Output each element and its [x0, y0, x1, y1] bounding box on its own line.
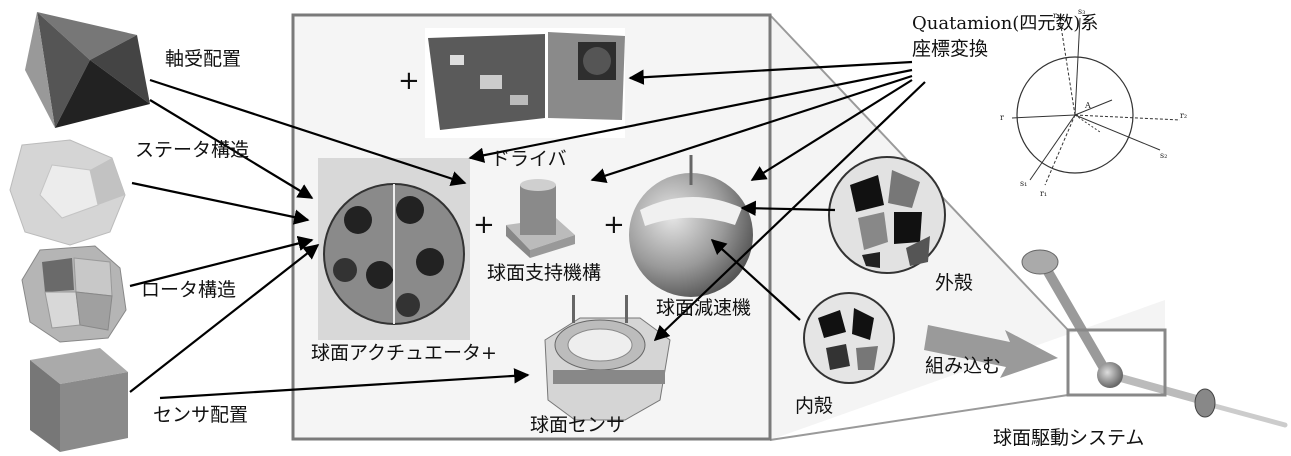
label-quaternion-line2: 座標変換 — [912, 38, 989, 60]
label-spherical-support: 球面支持機構 — [487, 262, 602, 284]
dodecahedron-icon — [9, 139, 126, 246]
plus-sign-support: + — [473, 210, 495, 240]
quaternion-axis-labels: r₃ s₃ r₂ s₂ s₁ r₁ r A — [1000, 7, 1187, 198]
spherical-reducer-image — [629, 155, 753, 297]
rotor-polyhedron-icon — [21, 245, 127, 343]
label-inner-shell: 内殻 — [795, 395, 834, 417]
plus-sign-driver: + — [398, 66, 420, 96]
outer-shell-image — [828, 156, 946, 274]
connector-arrows — [129, 60, 926, 400]
label-spherical-actuator: 球面アクチュエータ+ — [311, 342, 497, 364]
svg-text:s₃: s₃ — [1078, 7, 1085, 16]
octahedron-icon — [25, 12, 150, 128]
label-quaternion-line1: Quatamion(四元数)系 — [912, 13, 1099, 34]
label-sensor-layout: センサ配置 — [153, 404, 249, 426]
cube-icon — [30, 348, 128, 452]
quaternion-coordinate-figure — [1011, 17, 1181, 186]
label-bearing-layout: 軸受配置 — [165, 48, 242, 70]
svg-text:r₃: r₃ — [1053, 11, 1060, 20]
label-spherical-sensor: 球面センサ — [530, 414, 626, 436]
svg-text:A: A — [1084, 101, 1091, 110]
label-spherical-drive-system: 球面駆動システム — [993, 427, 1145, 449]
label-assemble: 組み込む — [925, 355, 1002, 377]
inner-shell-image — [803, 292, 895, 384]
assemble-arrow — [924, 325, 1058, 378]
spherical-support-image — [506, 179, 575, 258]
svg-text:r₂: r₂ — [1180, 111, 1187, 120]
spherical-drive-system-image — [1021, 249, 1288, 428]
driver-board-image — [425, 28, 625, 138]
svg-text:r₁: r₁ — [1040, 189, 1047, 198]
svg-text:s₁: s₁ — [1020, 179, 1027, 188]
spherical-actuator-image — [318, 158, 470, 340]
label-rotor-structure: ロータ構造 — [141, 279, 237, 301]
spherical-sensor-image — [544, 295, 671, 421]
label-outer-shell: 外殻 — [935, 272, 974, 294]
label-stator-structure: ステータ構造 — [135, 139, 250, 161]
plus-sign-reducer: + — [603, 210, 625, 240]
label-driver: ドライバ — [491, 148, 567, 170]
label-spherical-reducer: 球面減速機 — [656, 297, 752, 319]
svg-text:r: r — [1000, 113, 1004, 122]
svg-text:s₂: s₂ — [1160, 151, 1167, 160]
